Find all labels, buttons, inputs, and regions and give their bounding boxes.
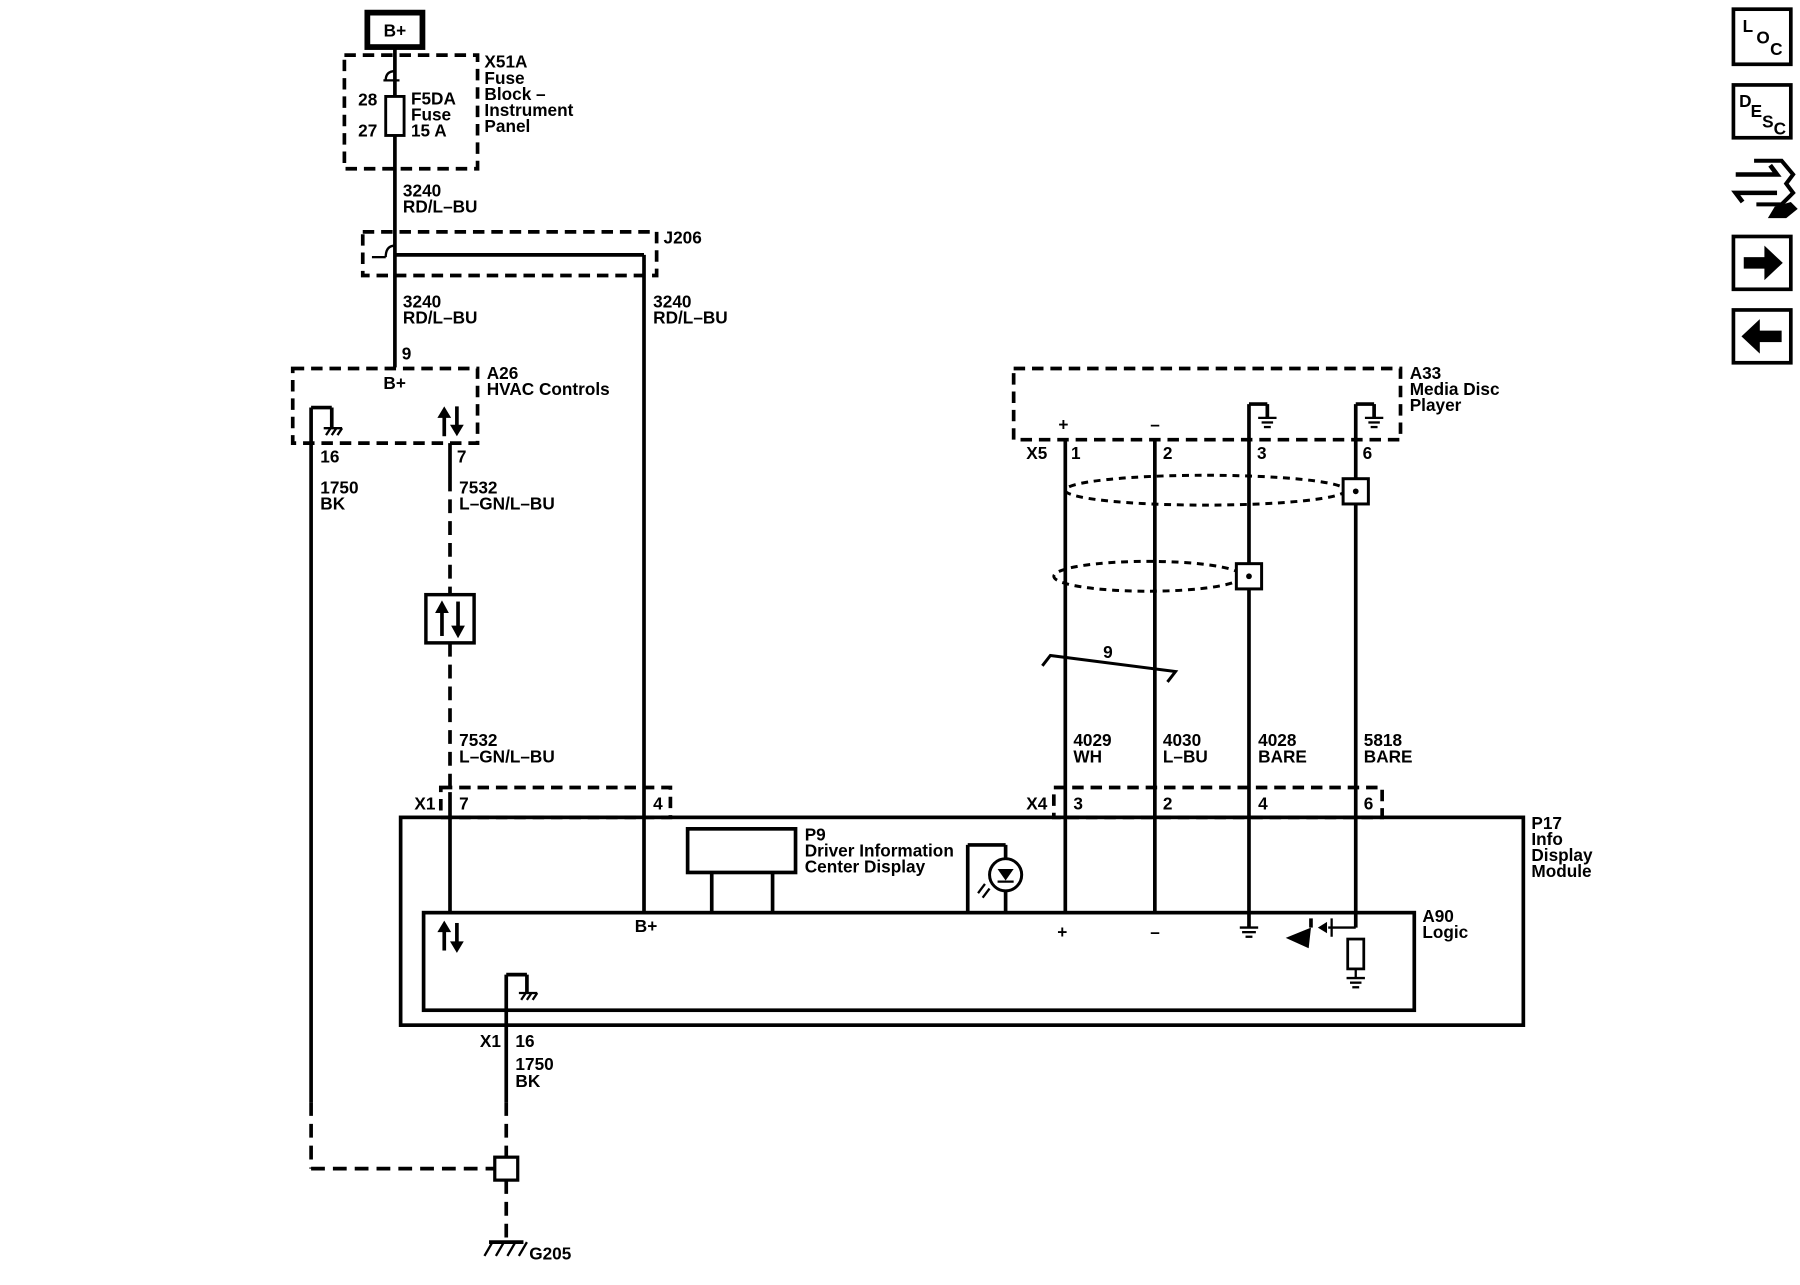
wire-3240-label-top: 3240 RD/L–BU [403,180,478,216]
svg-text:C: C [1774,118,1786,138]
cable-shield-inner [1052,559,1264,593]
media-plus-label: + [1058,414,1068,434]
logic-board [421,910,1417,1013]
media-ground-icon [1248,402,1277,429]
svg-text:C: C [1770,39,1782,59]
hvac-title: A26 HVAC Controls [487,363,610,399]
logic-power-label: B+ [635,916,657,936]
wire-4029-label: 4029 WH [1073,730,1116,766]
media-connector-label: X5 [1026,443,1047,463]
module-x4-pin-6: 6 [1364,793,1374,813]
desc-icon: D E S C [1739,91,1786,139]
wire-7532-label-hvac: 7532 L–GN/L–BU [459,478,555,514]
module-x4-pin-3: 3 [1073,793,1083,813]
media-minus-label: – [1150,414,1160,434]
battery-power-source: B+ [364,9,426,50]
wire-3240-label-module: 3240 RD/L–BU [653,292,728,328]
wire-7532-color: L–GN/L–BU [459,494,555,514]
media-player-title: A33 Media Disc Player [1410,363,1505,415]
ground-g205-icon [483,1240,528,1257]
media-pin-2: 2 [1163,443,1173,463]
media-pin-1: 1 [1071,443,1081,463]
svg-text:S: S [1762,111,1773,131]
fuse-block-title: X51A Fuse Block – Instrument Panel [484,52,578,136]
svg-text:O: O [1756,28,1769,48]
driver-information-display: P9 Driver Information Center Display [685,824,959,913]
media-pin-6: 6 [1363,443,1373,463]
svg-text:L: L [1743,16,1754,36]
battery-power-label: B+ [384,21,406,41]
fuse-block-pin-bottom: 27 [358,121,377,141]
chassis-ground-icon [311,405,344,436]
led-backlight-icon [965,843,1024,913]
twisted-pair-marker: 9 [1041,642,1179,683]
hvac-power-pin: 9 [402,343,412,363]
wire-4028-label: 4028 BARE [1258,730,1307,766]
loc-icon: L O C [1743,16,1783,59]
logic-minus-label: – [1150,922,1160,942]
wire-5818-label: 5818 BARE [1364,730,1413,766]
logic-resistor-icon [1346,937,1366,989]
logic-signal-arrow-icon [1285,918,1356,949]
module-x1-pin-data: 7 [459,793,469,813]
logic-plus-label: + [1057,922,1067,942]
next-button[interactable] [1731,234,1793,292]
previous-button[interactable] [1731,308,1793,365]
svg-text:E: E [1751,101,1762,121]
media-shield-ground-icon [1355,402,1384,429]
module-outline [398,815,1526,1027]
splice-label: J206 [664,227,702,247]
fuse-block-pin-top: 28 [358,90,378,110]
desc-button[interactable]: D E S C [1731,83,1793,140]
module-x1-label: X1 [414,793,435,813]
logic-ground-icon [1239,926,1259,938]
connector-view-button[interactable] [1731,158,1798,219]
module-x4-pin-4: 4 [1258,793,1268,813]
connector-x4 [1051,785,1384,820]
display-title: P9 Driver Information Center Display [805,824,959,876]
info-display-module: X1 7 4 X4 3 2 4 6 P17 Info Display Modul… [398,785,1597,1027]
wire-1750-label-module: 1750 BK [515,1054,558,1091]
fuse-block: 28 27 F5DA Fuse 15 A X51A Fuse Block – I… [342,52,578,171]
module-title: P17 Info Display Module [1531,813,1597,881]
twist-count: 9 [1103,642,1113,662]
logic-chassis-ground-icon [506,972,539,1001]
media-pin-3: 3 [1257,443,1267,463]
nav-toolbar: L O C D E S C [1731,7,1798,365]
svg-text:D: D [1739,91,1751,111]
module-x1-pin-power: 4 [653,793,663,813]
loc-button[interactable]: L O C [1731,7,1793,67]
wire-4030-label: 4030 L–BU [1163,730,1208,766]
media-disc-player: A33 Media Disc Player + – X5 1 2 3 6 [1011,363,1505,463]
wire-1750-label-hvac: 1750 BK [320,478,363,514]
wire-7532-circuit: 7532 [459,478,497,498]
data-line-icon [437,406,464,437]
ground-junction [493,1155,520,1182]
hvac-data-pin: 7 [457,447,467,467]
arrow-right-icon [1743,245,1783,281]
splice-j206: J206 [360,227,702,913]
hvac-controls: 9 B+ A26 HVAC Controls 16 7 [290,343,610,467]
logic-title: A90 Logic [1422,906,1468,942]
fuse-label: F5DA Fuse 15 A [411,88,461,140]
logic-data-icon [437,920,464,953]
connector-x1 [438,785,673,820]
hvac-power-label: B+ [383,373,405,393]
fuse-symbol [384,94,406,137]
hvac-ground-pin: 16 [320,447,339,467]
module-ground-connector: X1 [480,1031,501,1051]
serial-data-icon [424,592,476,645]
wire-3240-label-hvac: 3240 RD/L–BU [403,292,478,328]
wire-7532-label-module: 7532 L–GN/L–BU [459,730,555,766]
module-x4-pin-2: 2 [1163,793,1173,813]
connector-wrench-icon [1731,158,1798,219]
cable-shield-outer [1063,473,1370,507]
module-ground-pin: 16 [515,1031,534,1051]
arrow-left-icon [1741,319,1782,354]
ground-g205-label: G205 [529,1243,572,1263]
module-x4-label: X4 [1026,793,1047,813]
